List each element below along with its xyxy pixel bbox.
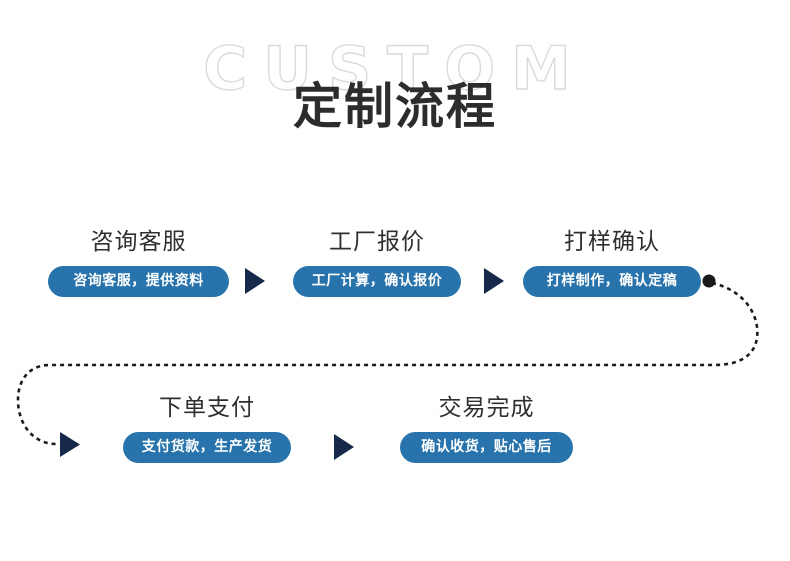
- connector-end-triangle-right-icon: [60, 432, 80, 457]
- flow-step-5-pill[interactable]: 确认收货，贴心售后: [400, 432, 573, 463]
- triangle-right-icon-1: [245, 268, 265, 294]
- flow-step-1-pill[interactable]: 咨询客服，提供资料: [48, 266, 229, 297]
- flow-step-2-pill[interactable]: 工厂计算，确认报价: [293, 266, 461, 297]
- flow-step-1-heading: 咨询客服: [90, 229, 187, 255]
- flow-step-3-heading: 打样确认: [564, 229, 660, 255]
- triangle-right-icon-2: [484, 268, 504, 294]
- title-main-text: 定制流程: [292, 78, 497, 135]
- flow-step-3-pill[interactable]: 打样制作，确认定稿: [523, 266, 701, 297]
- flow-step-4-heading: 下单支付: [159, 395, 255, 421]
- triangle-right-icon-3: [334, 434, 354, 460]
- page-title: CUSTOM 定制流程: [0, 34, 790, 143]
- title-watermark-custom: CUSTOM: [202, 34, 587, 104]
- flow-step-2-heading: 工厂报价: [329, 229, 425, 255]
- flow-step-5-heading: 交易完成: [438, 395, 535, 421]
- dot-marker: [702, 274, 716, 288]
- flow-step-4-pill[interactable]: 支付货款，生产发货: [123, 432, 291, 463]
